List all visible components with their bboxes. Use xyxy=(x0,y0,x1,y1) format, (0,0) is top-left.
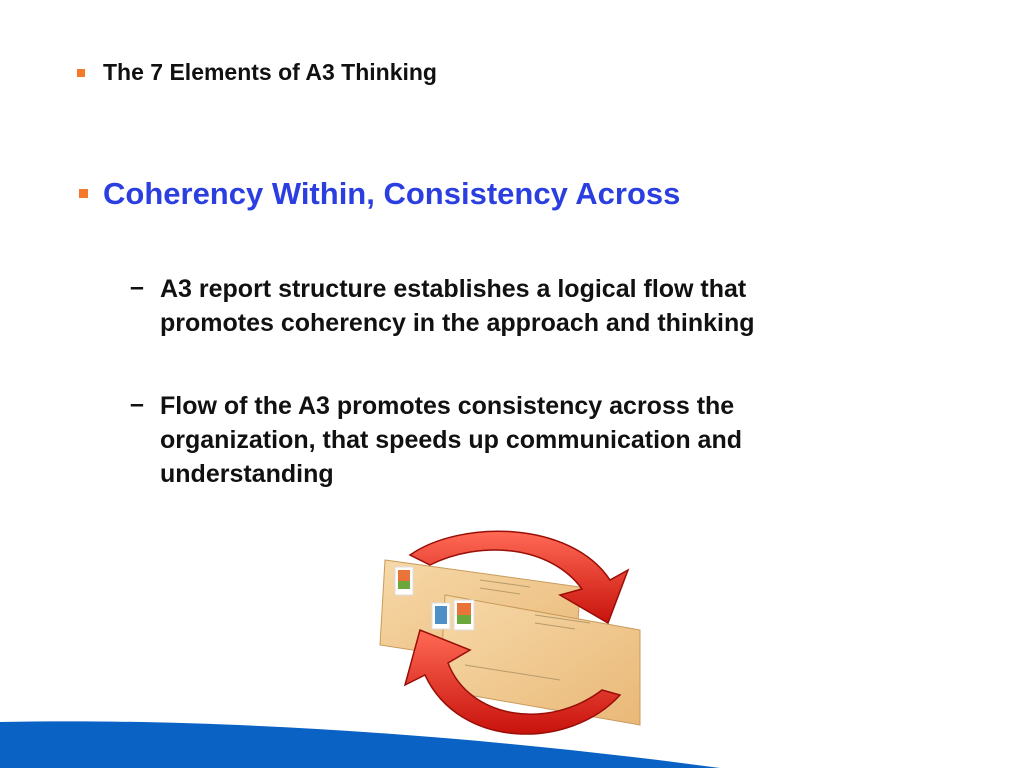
sub-bullet-1-line-2: promotes coherency in the approach and t… xyxy=(160,309,755,337)
slide-title: The 7 Elements of A3 Thinking xyxy=(103,59,437,85)
sub-bullet-dash-2: – xyxy=(130,390,144,418)
sub-bullet-2-line-1: Flow of the A3 promotes consistency acro… xyxy=(160,392,735,420)
sub-bullet-1-line-1: A3 report structure establishes a logica… xyxy=(160,275,747,303)
title-bullet-icon xyxy=(77,69,85,77)
footer-wave-decoration xyxy=(0,710,1024,768)
sub-bullet-2: Flow of the A3 promotes consistency acro… xyxy=(160,389,742,491)
sub-bullet-2-line-2: organization, that speeds up communicati… xyxy=(160,426,742,454)
sub-bullet-dash-1: – xyxy=(130,273,144,301)
envelope-exchange-icon xyxy=(370,525,690,755)
heading-bullet-icon xyxy=(79,189,88,198)
sub-bullet-1: A3 report structure establishes a logica… xyxy=(160,272,755,340)
section-heading: Coherency Within, Consistency Across xyxy=(103,176,681,211)
sub-bullet-2-line-3: understanding xyxy=(160,460,334,488)
